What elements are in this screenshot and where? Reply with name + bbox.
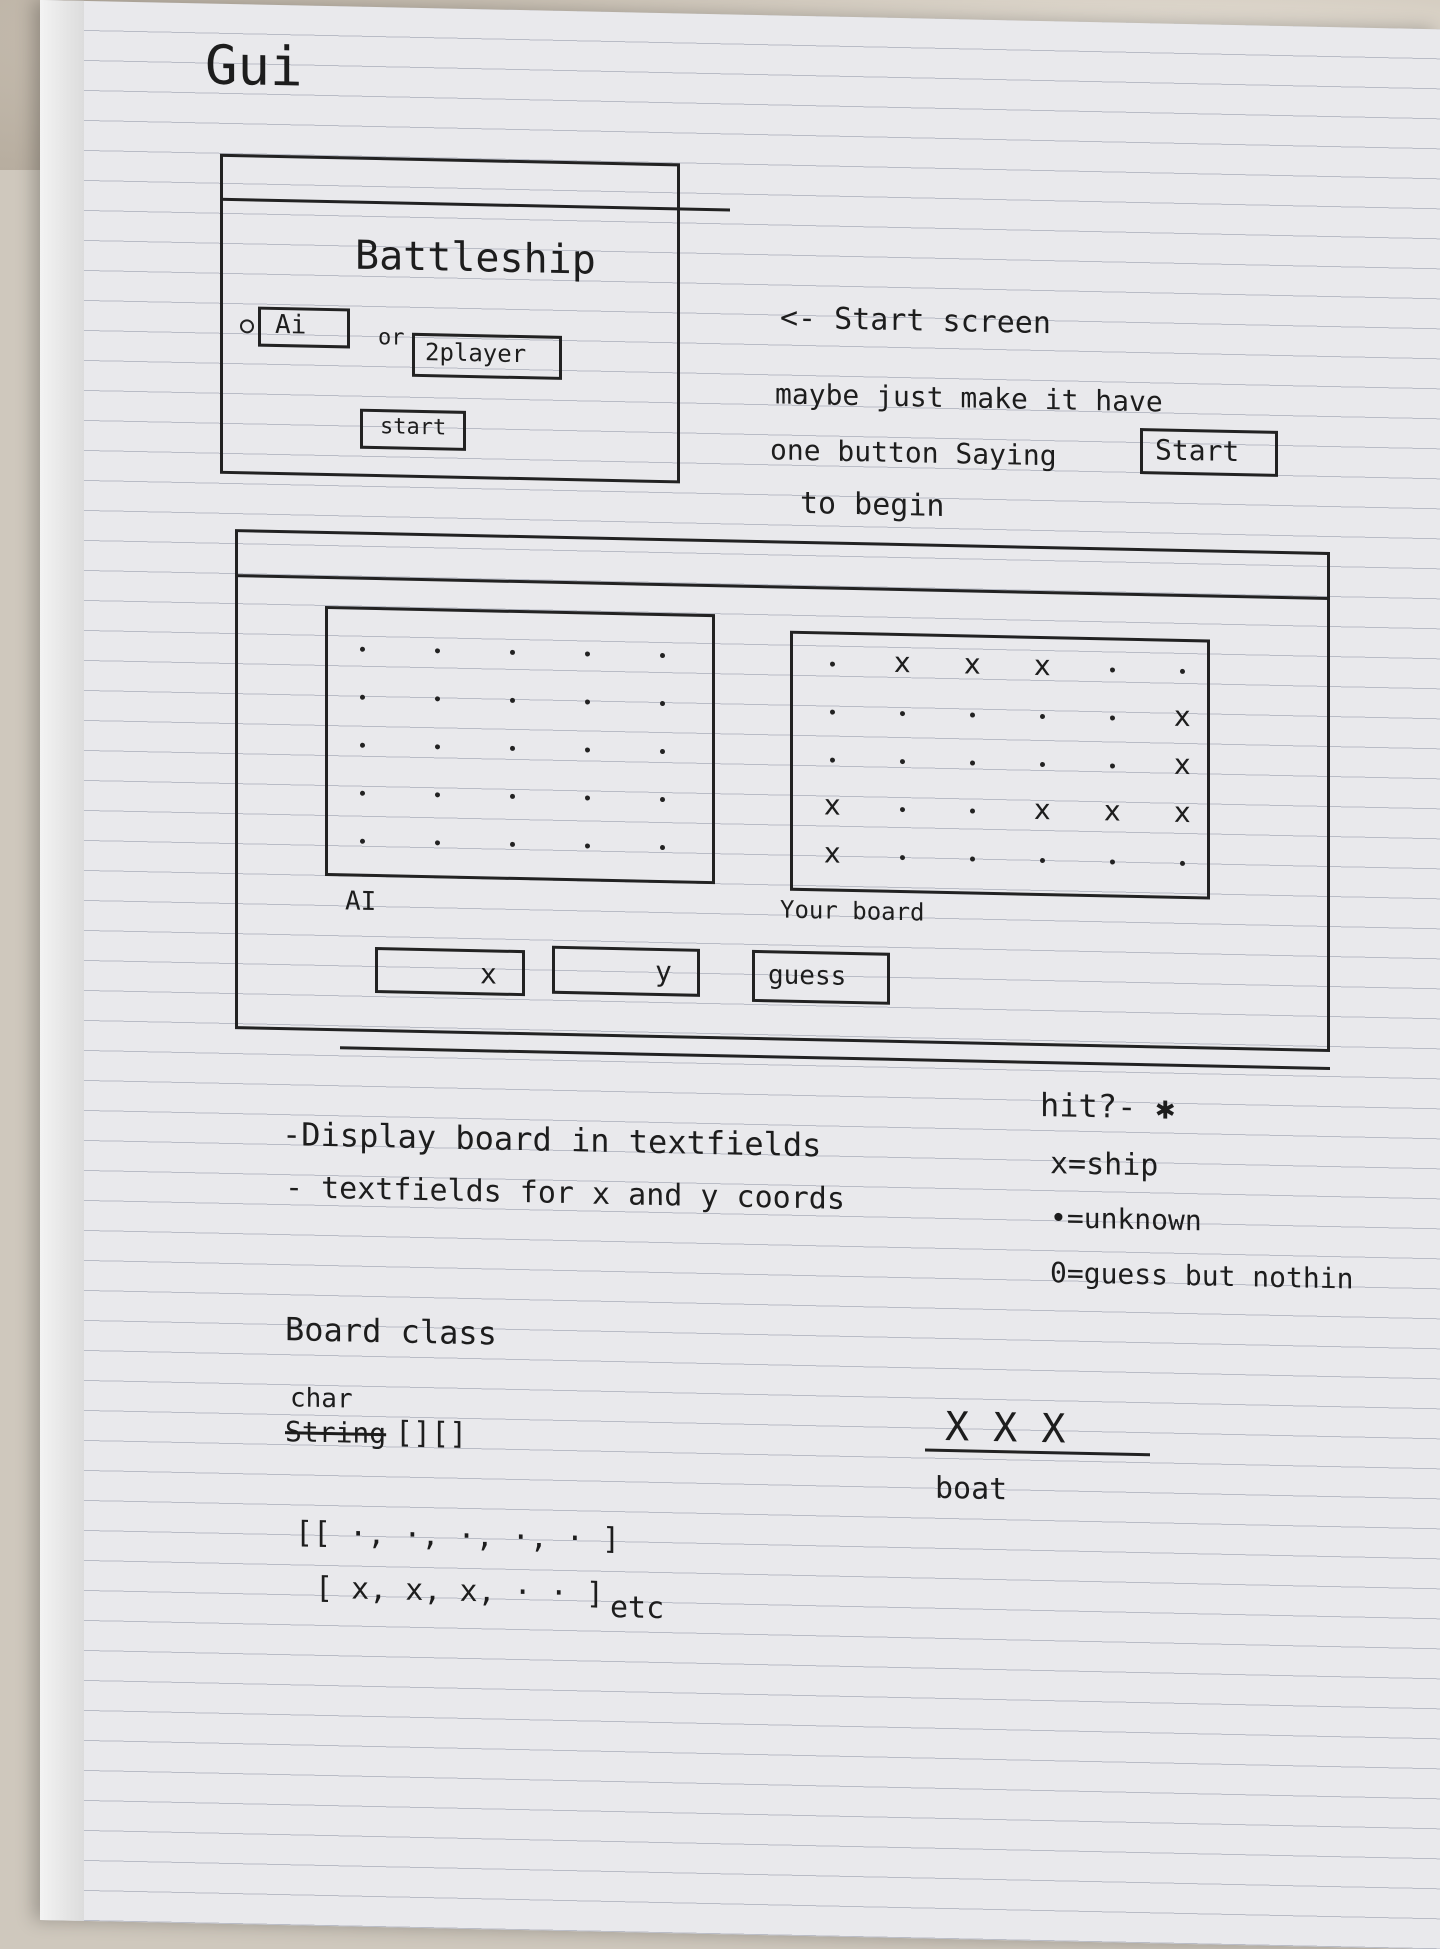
- ai-board-cell: [585, 651, 590, 657]
- notebook-page: Gui Battleship Ai or 2player start <- St…: [40, 0, 1440, 1949]
- ai-board: [325, 605, 715, 885]
- your-board-cell: [830, 757, 835, 763]
- ai-option-label: Ai: [275, 309, 307, 341]
- your-board-ship-cell: x: [1104, 794, 1121, 828]
- board-class-title: Board class: [285, 1310, 497, 1353]
- ai-board-cell: [435, 792, 440, 798]
- two-player-option-label: 2player: [425, 338, 527, 369]
- array-row-2: [ x, x, x, · · ]: [315, 1570, 604, 1612]
- note-start-word: Start: [1155, 433, 1240, 469]
- ai-board-cell: [360, 838, 365, 844]
- ai-board-cell: [435, 840, 440, 846]
- ai-board-cell: [360, 646, 365, 652]
- note-display-board: -Display board in textfields: [282, 1115, 822, 1165]
- your-board-cell: [900, 807, 905, 813]
- boat-label: boat: [935, 1470, 1008, 1508]
- ai-board-cell: [660, 700, 665, 707]
- page-heading: Gui: [205, 33, 303, 99]
- ai-radio[interactable]: [240, 319, 254, 334]
- legend-unknown: •=unknown: [1050, 1201, 1202, 1238]
- your-board-cell: [830, 709, 835, 715]
- type-word: char: [290, 1383, 353, 1415]
- note-textfields: - textfields for x and y coords: [285, 1170, 845, 1217]
- your-board-ship-cell: x: [1174, 747, 1191, 782]
- ai-board-cell: [510, 841, 515, 847]
- your-board-ship-cell: x: [1174, 699, 1191, 734]
- ai-board-cell: [660, 652, 665, 659]
- or-label: or: [378, 325, 405, 351]
- start-screen-sketch: Battleship Ai or 2player start: [220, 153, 730, 484]
- x-field-label: x: [480, 957, 497, 991]
- your-board-ship-cell: x: [824, 788, 841, 822]
- your-board-cell: [1180, 860, 1185, 866]
- ai-board-cell: [660, 796, 665, 803]
- struck-word: String: [285, 1415, 387, 1451]
- note-line-1: maybe just make it have: [775, 377, 1163, 419]
- y-field-label: y: [655, 954, 672, 989]
- your-board-cell: [1110, 763, 1115, 769]
- page-binding: [40, 0, 84, 1921]
- ai-board-cell: [510, 649, 515, 655]
- ai-board-cell: [585, 795, 590, 801]
- your-board-cell: [1040, 857, 1045, 864]
- your-board-cell: [970, 760, 975, 766]
- your-board-cell: [1040, 761, 1045, 768]
- ai-board-cell: [585, 843, 590, 849]
- legend-hit: hit?- ✱: [1040, 1085, 1175, 1127]
- ai-board-cell: [510, 793, 515, 799]
- your-board-cell: [1110, 859, 1115, 865]
- ai-board-cell: [585, 747, 590, 753]
- ai-board-cell: [360, 790, 365, 796]
- your-board-ship-cell: x: [1034, 648, 1051, 683]
- boat-marks: X X X: [945, 1403, 1066, 1453]
- ai-board-cell: [435, 648, 440, 654]
- legend-ship: x=ship: [1050, 1146, 1159, 1184]
- game-window-bottom-line: [340, 1046, 1330, 1071]
- your-board-cell: [830, 661, 835, 667]
- ai-board-cell: [435, 696, 440, 702]
- your-board-cell: [970, 712, 975, 718]
- your-board-cell: [1110, 715, 1115, 721]
- ai-board-cell: [585, 699, 590, 705]
- ai-board-cell: [660, 844, 665, 851]
- your-board-cell: [900, 855, 905, 861]
- start-title: Battleship: [355, 232, 596, 284]
- note-line-3: to begin: [800, 485, 945, 524]
- ai-board-label: AI: [345, 886, 377, 918]
- array-row-1: [[ ·, ·, ·, ·, · ]: [295, 1515, 621, 1558]
- your-board-cell: [900, 711, 905, 717]
- ai-board-cell: [435, 744, 440, 750]
- your-board-cell: [970, 808, 975, 814]
- note-line-2: one button Saying: [770, 433, 1057, 473]
- ai-board-cell: [510, 745, 515, 751]
- your-board-ship-cell: x: [1034, 792, 1051, 827]
- your-board-cell: [1110, 667, 1115, 673]
- your-board-cell: [1180, 668, 1185, 674]
- your-board-label: Your board: [780, 895, 925, 927]
- your-board-ship-cell: x: [894, 645, 911, 680]
- array-declaration: [][]: [395, 1415, 468, 1452]
- ai-board-cell: [510, 697, 515, 703]
- legend-miss: 0=guess but nothin: [1050, 1256, 1354, 1296]
- x-coordinate-field[interactable]: [375, 947, 525, 997]
- your-board: [790, 630, 1210, 900]
- ai-board-cell: [360, 742, 365, 748]
- ai-board-cell: [360, 694, 365, 700]
- your-board-cell: [970, 856, 975, 862]
- your-board-ship-cell: x: [1174, 795, 1191, 830]
- your-board-cell: [1040, 713, 1045, 720]
- your-board-ship-cell: x: [964, 647, 981, 681]
- ai-board-cell: [660, 748, 665, 755]
- start-button-label: start: [380, 414, 447, 441]
- y-coordinate-field[interactable]: [552, 945, 700, 997]
- array-etc: etc: [610, 1589, 665, 1627]
- your-board-ship-cell: x: [824, 836, 841, 870]
- your-board-cell: [900, 759, 905, 765]
- start-screen-annotation: <- Start screen: [780, 300, 1051, 342]
- guess-button-label: guess: [768, 960, 847, 992]
